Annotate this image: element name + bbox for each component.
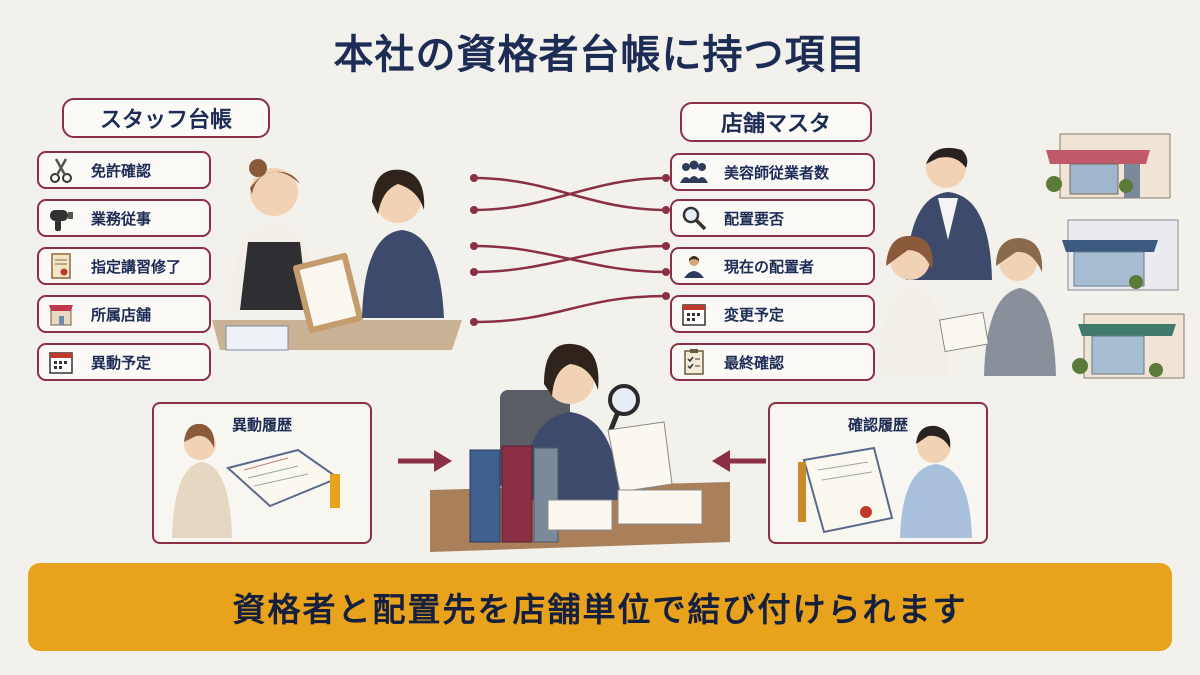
- store-item-employee-count: 美容師従業者数: [670, 153, 875, 191]
- confirmation-history-panel: 確認履歴: [768, 402, 988, 544]
- staff-item-training: 指定講習修了: [37, 247, 211, 285]
- store-item-label: 美容師従業者数: [724, 163, 830, 182]
- magnifier-icon: [672, 201, 716, 235]
- confirmation-history-title: 確認履歴: [847, 416, 908, 434]
- scissors-icon: [39, 153, 83, 187]
- storefronts-illustration: [1046, 133, 1185, 379]
- arrow-right-icon: [398, 450, 452, 472]
- hair-dryer-icon: [39, 201, 83, 235]
- store-item-label: 配置要否: [724, 209, 785, 228]
- staff-item-license-check: 免許確認: [37, 151, 211, 189]
- transfer-history-panel: 異動履歴: [152, 402, 372, 544]
- staff-item-label: 業務従事: [91, 209, 152, 228]
- transfer-history-illustration: [172, 423, 341, 538]
- staff-item-label: 免許確認: [91, 161, 152, 180]
- staff-item-label: 異動予定: [91, 353, 152, 372]
- store-meeting-illustration: [878, 147, 1056, 376]
- confirmation-history-illustration: [798, 425, 972, 538]
- store-item-label: 変更予定: [724, 305, 785, 324]
- transfer-history-title: 異動履歴: [231, 416, 292, 434]
- store-item-current-assignee: 現在の配置者: [670, 247, 875, 285]
- storefront-icon: [39, 297, 83, 331]
- staff-item-transfer-plan: 異動予定: [37, 343, 211, 381]
- summary-banner: 資格者と配置先を店舗単位で結び付けられます: [28, 563, 1172, 651]
- central-review-illustration: [430, 343, 730, 552]
- staff-item-label: 所属店舗: [91, 305, 152, 324]
- staff-meeting-illustration: [212, 159, 462, 351]
- store-item-placement-need: 配置要否: [670, 199, 875, 237]
- calendar-icon: [39, 345, 83, 379]
- store-item-final-check: 最終確認: [670, 343, 875, 381]
- store-item-change-plan: 変更予定: [670, 295, 875, 333]
- arrow-left-icon: [712, 450, 766, 472]
- certificate-icon: [39, 249, 83, 283]
- staff-item-store: 所属店舗: [37, 295, 211, 333]
- store-master-heading: 店舗マスタ: [680, 102, 872, 142]
- staff-item-label: 指定講習修了: [91, 257, 182, 276]
- store-item-label: 最終確認: [724, 353, 785, 372]
- checklist-icon: [672, 345, 716, 379]
- calendar-icon: [672, 297, 716, 331]
- people-group-icon: [672, 155, 716, 189]
- page-title: 本社の資格者台帳に持つ項目: [333, 32, 867, 78]
- person-icon: [672, 249, 716, 283]
- staff-ledger-heading: スタッフ台帳: [62, 98, 270, 138]
- connector-lines: [470, 174, 670, 326]
- staff-item-work-duty: 業務従事: [37, 199, 211, 237]
- store-item-label: 現在の配置者: [724, 257, 815, 276]
